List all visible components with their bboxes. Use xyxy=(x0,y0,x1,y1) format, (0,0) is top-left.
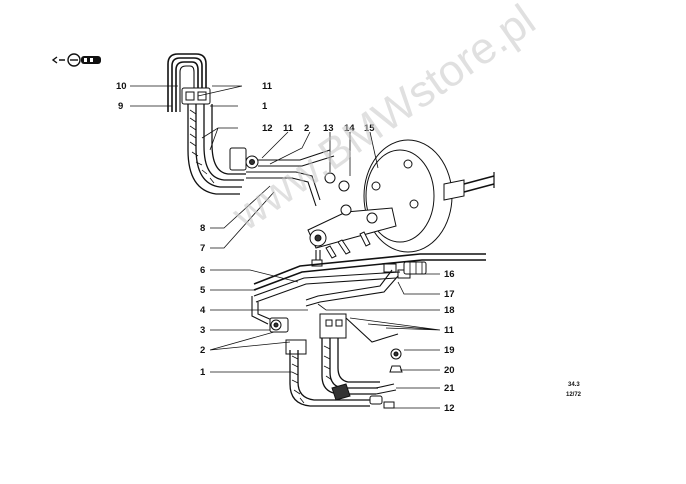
callout-7: 7 xyxy=(200,243,205,254)
callout-15: 15 xyxy=(364,123,375,134)
callout-14: 14 xyxy=(344,123,355,134)
callout-17: 17 xyxy=(444,289,455,300)
callout-18: 18 xyxy=(444,305,455,316)
callout-3: 3 xyxy=(200,325,205,336)
callout-13: 13 xyxy=(323,123,334,134)
upper-hose-assembly xyxy=(167,53,335,207)
callout-2: 2 xyxy=(304,123,309,134)
callout-1: 1 xyxy=(262,101,268,112)
callout-11: 11 xyxy=(444,325,455,336)
callout-19: 19 xyxy=(444,345,455,356)
callout-1: 1 xyxy=(200,367,206,378)
callout-16: 16 xyxy=(444,269,455,280)
master-cylinder xyxy=(307,204,411,279)
callout-8: 8 xyxy=(200,223,205,234)
callout-9: 9 xyxy=(118,101,123,112)
callout-10: 10 xyxy=(116,81,127,92)
lower-hose-assembly xyxy=(269,313,403,409)
callout-2: 2 xyxy=(200,345,205,356)
brake-fluid-symbol-icon xyxy=(51,53,101,67)
callout-11: 11 xyxy=(283,123,294,134)
callout-labels: 10 11 9 1 12 11 2 13 14 15 8 7 6 16 5 17… xyxy=(116,81,455,414)
callout-11: 11 xyxy=(262,81,273,92)
brake-lines xyxy=(251,253,486,325)
diagram-ref-number: 34.3 xyxy=(568,382,580,388)
callout-4: 4 xyxy=(200,305,206,316)
callout-12: 12 xyxy=(444,403,455,414)
callout-21: 21 xyxy=(444,383,455,394)
callout-leaders xyxy=(130,85,441,409)
callout-6: 6 xyxy=(200,265,205,276)
callout-5: 5 xyxy=(200,285,206,296)
callout-20: 20 xyxy=(444,365,455,376)
diagram-ref-date: 12/72 xyxy=(566,392,582,398)
callout-12: 12 xyxy=(262,123,273,134)
